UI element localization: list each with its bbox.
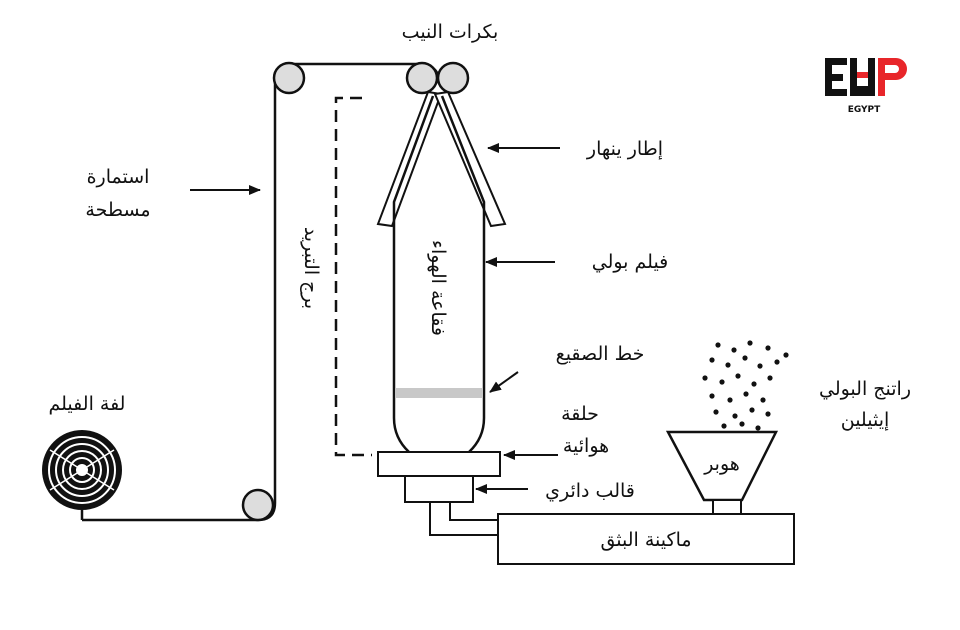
melt-pipes [429,502,500,536]
idler-roller-top [272,61,306,95]
label-flat-sheet-line1: استمارة [87,166,150,188]
label-film-roll: لفة الفيلم [49,393,126,415]
label-collapsing-frame: إطار ينهار [586,138,663,161]
idler-roller-bottom [241,488,275,522]
label-air-ring-line1: حلقة [561,403,599,425]
label-hopper: هوبر [703,453,740,475]
circular-die [404,475,474,503]
extruder-machine [497,513,795,565]
film-roll [42,430,122,510]
eup-logo: EGYPT [825,58,907,115]
label-extruder: ماكينة البثق [600,529,691,551]
label-nip-rollers: بكرات النيب [402,21,499,43]
hopper-throat [712,499,742,515]
label-resin-line2: إيثيلين [841,409,890,432]
air-bubble [392,95,486,453]
label-resin-line1: راتنج البولي [819,378,911,400]
nip-roller-left [405,61,439,95]
resin-pellets [702,340,789,431]
label-frost-line: خط الصقيع [556,343,645,365]
air-ring [377,451,501,477]
label-air-bubble: فقاعة الهواء [427,240,449,336]
logo-subtext: EGYPT [848,105,881,115]
frost-line-arrow [489,371,519,393]
collapsing-frame [376,90,507,228]
label-cooling-tower: برج التبريد [300,227,322,309]
label-flat-sheet-line2: مسطحة [85,199,150,221]
label-circular-die: قالب دائري [545,480,635,502]
nip-roller-right [436,61,470,95]
label-poly-film: فيلم بولي [592,251,669,273]
frost-line-band [395,388,483,398]
label-air-ring-line2: هوائية [563,435,609,457]
cooling-tower-bracket [334,96,372,457]
